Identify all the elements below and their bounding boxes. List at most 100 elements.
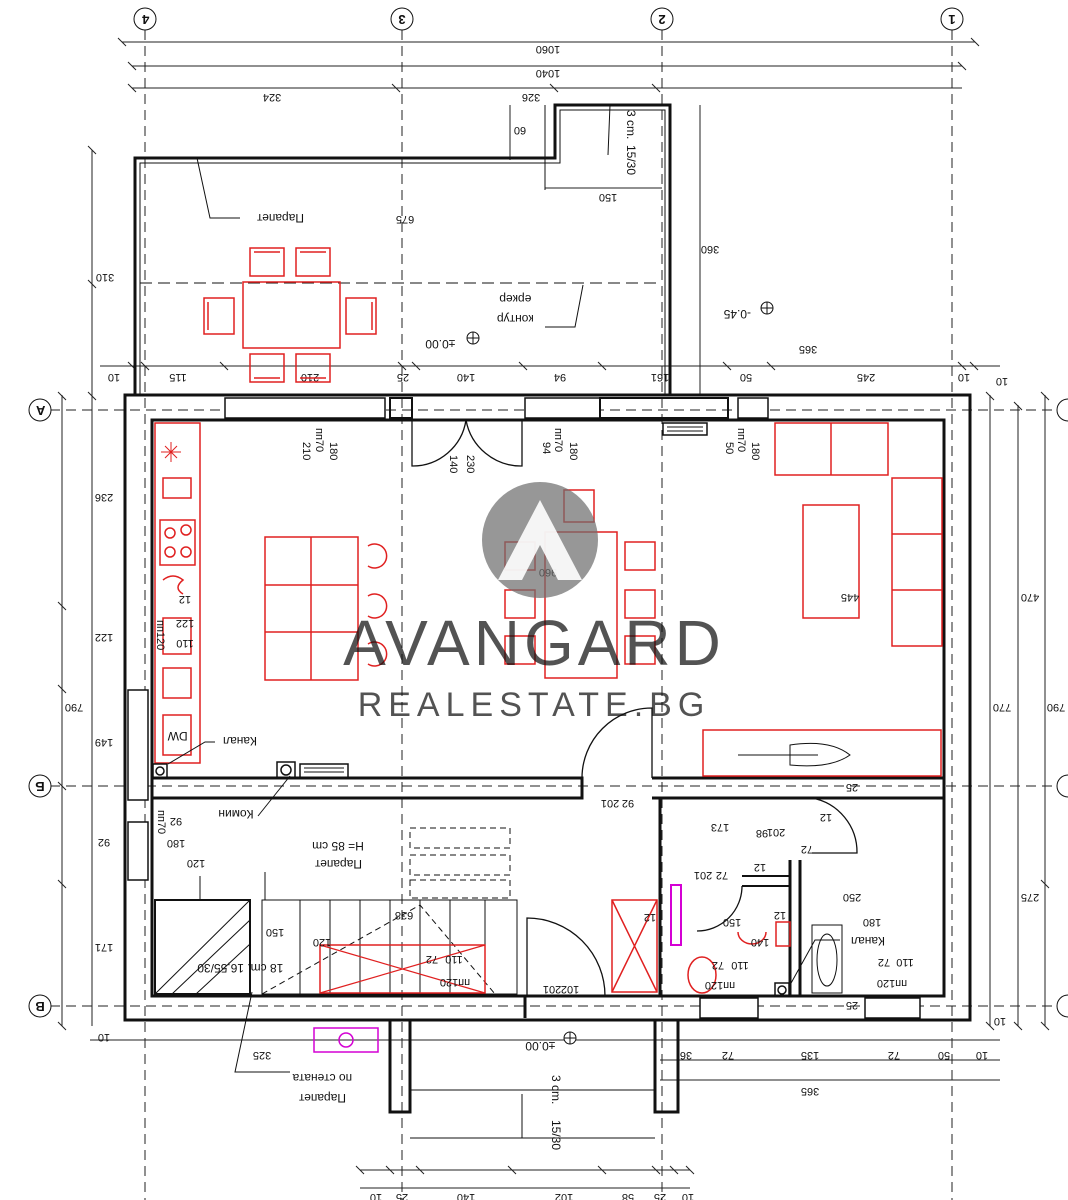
dim-right-top: 10 xyxy=(996,375,1008,387)
living-room-sofa xyxy=(702,422,943,777)
op-br-2: 110 xyxy=(896,956,914,968)
label-stair-spec: 18 cm. 16,55/30 xyxy=(197,961,283,975)
op-corr-3: 98 xyxy=(756,827,768,839)
kitchen-counter xyxy=(154,422,201,764)
dim-br-4: 50 xyxy=(938,1049,950,1061)
op-w2-1: 94 xyxy=(540,442,552,454)
axis-2: 2 xyxy=(658,12,665,27)
dim-bottom-0: 10 xyxy=(370,1191,382,1200)
op-door-0: 230 xyxy=(464,455,476,473)
annotations: Парапет еркер контур Канал Комин H= 85 c… xyxy=(197,110,885,1150)
dim-left-1: 122 xyxy=(95,631,113,643)
op-bath-0: 12 xyxy=(644,911,656,923)
dim-front-4: 140 xyxy=(457,371,475,383)
level-entrance: ±0.00 xyxy=(525,1039,555,1053)
op-st-1: 120 xyxy=(313,936,331,948)
dim-right-1: 275 xyxy=(1021,891,1039,903)
dim-left-3: 92 xyxy=(98,836,110,848)
dim-bottom-5: 25 xyxy=(654,1191,666,1200)
dim-terrace-depth: 310 xyxy=(96,271,114,283)
dim-top-outer: 1060 xyxy=(536,43,560,55)
op-bd-2: 12 xyxy=(754,861,766,873)
chimneys xyxy=(152,422,790,997)
dim-front-8: 245 xyxy=(857,371,875,383)
label-kanal-bath: Канал xyxy=(851,934,885,948)
bathroom-fixtures xyxy=(611,899,843,994)
axis-4: 4 xyxy=(141,12,149,27)
dim-br-5: 10 xyxy=(976,1049,988,1061)
op-w2-0: 180 xyxy=(567,442,579,460)
label-komin: Комин xyxy=(218,807,253,821)
dim-left-total: 790 xyxy=(65,701,83,713)
dim-bottom-6: 10 xyxy=(682,1191,694,1200)
op-k-2: 110 xyxy=(176,637,194,649)
dim-right-total: 790 xyxy=(1047,701,1065,713)
dim-stair-run: 360 xyxy=(701,243,719,255)
dim-bottom-3: 102 xyxy=(555,1191,573,1200)
op-bd-0: 201 xyxy=(694,869,712,881)
dim-front-6: 161 xyxy=(651,371,669,383)
op-bath-3: 110 xyxy=(731,959,749,971)
op-corr-2: 12 xyxy=(820,811,832,823)
op-hall-2: пп70 xyxy=(155,810,167,834)
label-parapet-wall-2: по стената xyxy=(292,1071,352,1085)
leader-lines xyxy=(167,104,840,1138)
dim-right-0: 470 xyxy=(1021,591,1039,603)
walls xyxy=(123,393,972,1139)
terrace xyxy=(133,103,672,395)
label-step-cm-top: 3 cm. xyxy=(624,110,638,139)
op-corr-1: 201 xyxy=(767,826,785,838)
label-parapet-terrace: Парапет xyxy=(257,211,304,225)
axis-1: 1 xyxy=(948,12,955,27)
op-corr-4: 72 xyxy=(801,843,813,855)
dim-terrace-width: 675 xyxy=(396,213,414,225)
op-w3-1: 50 xyxy=(723,442,735,454)
label-parapet-h-2: Парапет xyxy=(315,857,362,871)
op-bath-2: 140 xyxy=(751,936,769,948)
dim-bottom-4: 58 xyxy=(622,1191,634,1200)
dim-front-0: 10 xyxy=(108,371,120,383)
op-st-0: 150 xyxy=(266,926,284,938)
op-br-0: 250 xyxy=(843,891,861,903)
dimension-texts: 1060 1040 324 326 60 310 675 150 360 365… xyxy=(65,43,1065,1200)
dim-left-4: 171 xyxy=(95,941,113,953)
label-step-cm-bottom: 3 cm. xyxy=(549,1075,563,1104)
dim-right-bottom: 10 xyxy=(994,1015,1006,1027)
dim-br-3: 72 xyxy=(888,1049,900,1061)
op-bath-1: 150 xyxy=(723,916,741,928)
op-k-0: 12 xyxy=(179,593,191,605)
watermark-sub: REALESTATE.BG xyxy=(358,686,711,724)
op-w2-2: пп70 xyxy=(552,428,564,452)
dim-br-0: 36 xyxy=(680,1049,692,1061)
axis-bubbles: 4 3 2 1 А Б В xyxy=(28,7,1068,1018)
op-w1-1: 210 xyxy=(300,442,312,460)
dim-br-2: 135 xyxy=(801,1049,819,1061)
dim-left-bottom: 10 xyxy=(98,1031,110,1043)
op-side-0: 201 xyxy=(601,797,619,809)
op-w3-0: 180 xyxy=(749,442,761,460)
boiler-appliance xyxy=(313,884,682,1053)
axis-3: 3 xyxy=(398,12,405,27)
op-br-1: 180 xyxy=(863,916,881,928)
op-br-3: 72 xyxy=(878,956,890,968)
dim-right-wall-span: 365 xyxy=(799,343,817,355)
op-bath-bottom: 25 xyxy=(846,999,858,1011)
dim-front-3: 25 xyxy=(397,371,409,383)
level-markers xyxy=(466,301,774,1045)
staircase xyxy=(154,827,518,995)
doors xyxy=(411,419,858,997)
label-step-ratio-bottom: 15/30 xyxy=(549,1120,563,1150)
terrace-dining-set xyxy=(203,247,377,383)
label-erker-2: еркер xyxy=(499,292,531,306)
op-ent-0: 201 xyxy=(543,983,561,995)
op-bath-5: пп120 xyxy=(705,979,735,991)
dim-top-inner: 1040 xyxy=(536,67,560,79)
axis-B-left: Б xyxy=(35,779,44,794)
op-hall-1: 92 xyxy=(170,815,182,827)
op-st-5: пп120 xyxy=(440,976,470,988)
dim-bottom-1: 25 xyxy=(396,1191,408,1200)
dim-front-7: 50 xyxy=(740,371,752,383)
dishwasher-label: DW xyxy=(167,729,188,743)
watermark-brand: AVANGARD xyxy=(343,607,725,679)
kitchen-island xyxy=(264,536,388,681)
